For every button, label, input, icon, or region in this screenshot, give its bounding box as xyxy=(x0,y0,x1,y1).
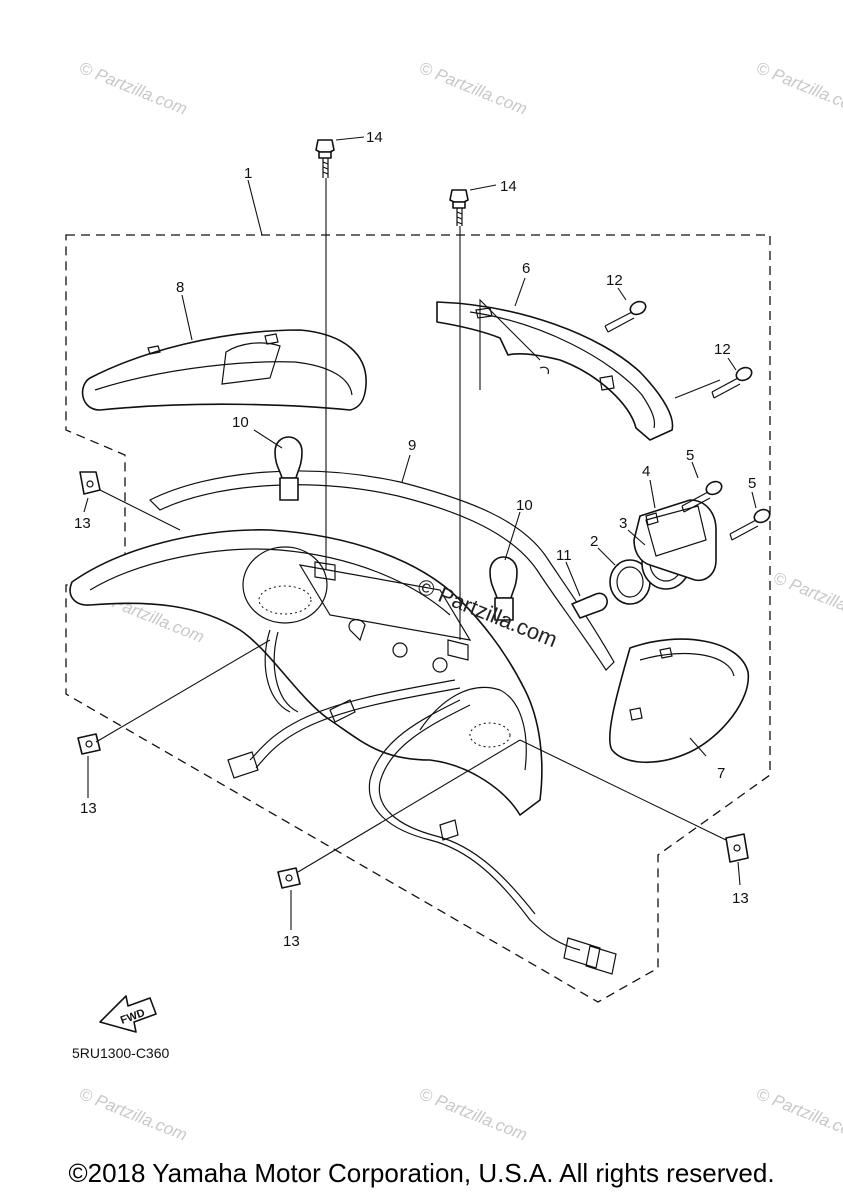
lens-cover-8 xyxy=(81,329,367,411)
callout-2: 2 xyxy=(590,533,598,550)
callout-12: 12 xyxy=(606,272,623,289)
watermark: © Partzilla.com xyxy=(417,1084,530,1145)
watermark: © Partzilla.com xyxy=(417,58,530,119)
watermark: © Partzilla.com xyxy=(77,58,190,119)
nut-13-bottom xyxy=(277,867,301,889)
nut-13-upper-left xyxy=(79,471,101,495)
lens-cover-7 xyxy=(608,638,750,764)
diagram-reference: 5RU1300-C360 xyxy=(72,1045,169,1061)
callout-9: 9 xyxy=(408,437,416,454)
screw-12-lower xyxy=(711,366,753,399)
callout-5: 5 xyxy=(686,447,694,464)
watermark: © Partzilla.com xyxy=(754,1084,843,1145)
callout-1: 1 xyxy=(244,165,252,182)
watermark: © Partzilla.com xyxy=(754,58,843,119)
reflector-holder-4 xyxy=(633,499,717,582)
callout-13: 13 xyxy=(74,515,91,532)
callout-10: 10 xyxy=(232,414,249,431)
callout-10: 10 xyxy=(516,497,533,514)
fwd-arrow: FWD xyxy=(99,995,157,1033)
callout-labels: 1 14 14 8 6 12 12 10 9 4 5 5 10 3 2 11 7… xyxy=(74,129,756,950)
bolt-14-left xyxy=(315,139,335,178)
callout-6: 6 xyxy=(522,260,530,277)
watermark: © Partzilla.com xyxy=(771,568,843,629)
leader-lines xyxy=(83,136,757,930)
callout-13: 13 xyxy=(732,890,749,907)
nut-13-right xyxy=(725,833,749,863)
nut-13-lower-left xyxy=(77,733,101,755)
callout-3: 3 xyxy=(619,515,627,532)
callout-13: 13 xyxy=(80,800,97,817)
callout-8: 8 xyxy=(176,279,184,296)
callout-7: 7 xyxy=(717,765,725,782)
bulb-10-right xyxy=(489,556,518,621)
assembly-boundary xyxy=(65,234,771,1003)
callout-11: 11 xyxy=(556,547,572,564)
callout-12: 12 xyxy=(714,341,731,358)
seal-9 xyxy=(148,470,615,671)
callout-14: 14 xyxy=(366,129,383,146)
lens-cover-6 xyxy=(436,301,674,441)
callout-13: 13 xyxy=(283,933,300,950)
lamp-housing xyxy=(69,529,617,975)
callout-4: 4 xyxy=(642,463,650,480)
callout-5: 5 xyxy=(748,475,756,492)
screw-12-upper xyxy=(604,300,647,333)
bolt-14-right xyxy=(449,189,469,226)
screw-5-right xyxy=(729,508,771,541)
ring-2 xyxy=(609,559,651,605)
screw-5-left xyxy=(681,480,723,513)
callout-14: 14 xyxy=(500,178,517,195)
bulb-11 xyxy=(571,592,608,619)
copyright-notice: ©2018 Yamaha Motor Corporation, U.S.A. A… xyxy=(68,1158,775,1188)
watermark: © Partzilla.com xyxy=(77,1084,190,1145)
